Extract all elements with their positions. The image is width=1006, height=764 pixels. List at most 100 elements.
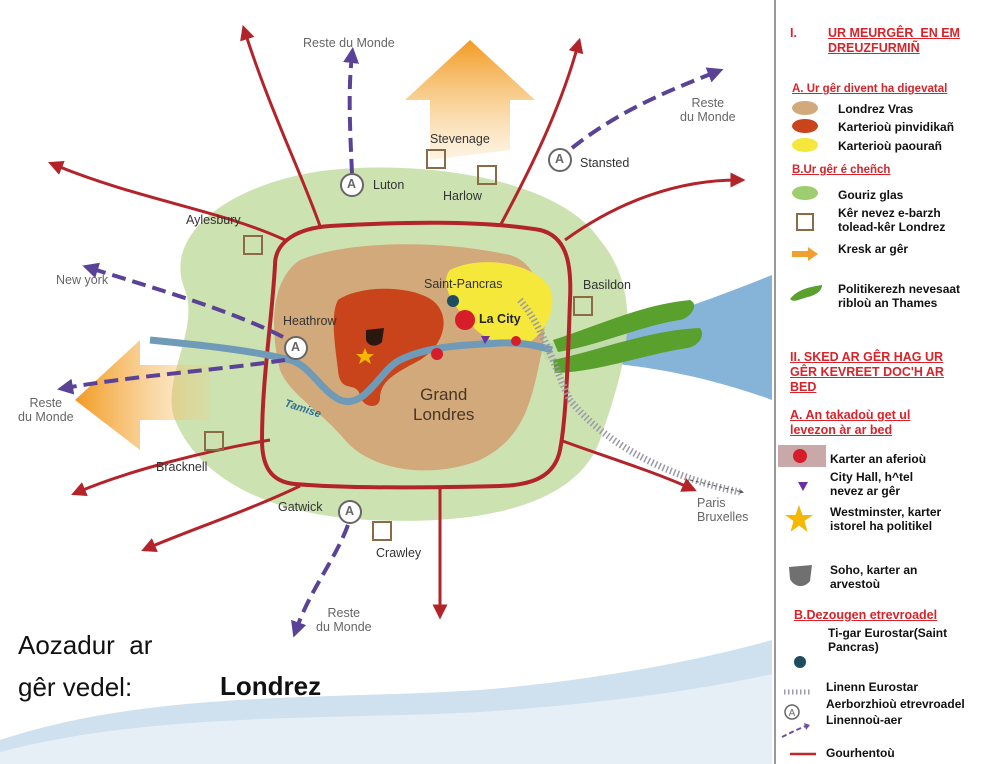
legend-sub-a2: A. An takadoù get ul levezon àr ar bed: [790, 408, 911, 437]
airport-symbol-luton: A: [347, 177, 357, 191]
map-caption: Aozadur ar gêr vedel:: [18, 630, 153, 702]
legend-label-motorway: Gourhentoù: [826, 746, 895, 760]
airport-symbol-stansted: A: [555, 152, 565, 166]
airport-gatwick: [338, 500, 362, 524]
label-grand-londres: Grand Londres: [413, 385, 475, 424]
legend-sub-a: A. Ur gêr divent ha digevatal: [792, 83, 948, 95]
label-paris-bruxelles: Paris Bruxelles: [697, 496, 749, 524]
legend-label-thames-policy: Politikerezh nevesaat ribloù an Thames: [838, 282, 961, 310]
thames-policy-2: [553, 328, 703, 373]
legend-section1-number: I.: [790, 26, 797, 40]
label-gatwick: Gatwick: [278, 500, 323, 514]
legend-label-cityhall: City Hall, h^tel nevez ar gêr: [830, 470, 914, 498]
legend-label-air-route: Linennoù-aer: [826, 713, 903, 727]
newtown-aylesbury: [243, 235, 263, 255]
legend-panel: I. UR MEURGÊR EN EM DREUZFURMIÑ A. Ur gê…: [774, 0, 1006, 764]
motorway-nne: [498, 37, 584, 227]
airport-symbol-heathrow: A: [291, 340, 301, 354]
legend-label-growth: Kresk ar gêr: [838, 242, 909, 256]
legend-label-airport: Aerborzhioù etrevroadel: [826, 697, 965, 711]
legend-label-newtown: Kêr nevez e-barzh tolead-kêr Londrez: [838, 206, 946, 234]
legend-section2-title: II. SKED AR GÊR HAG UR GÊR KEVREET DOC'H…: [790, 350, 944, 394]
label-basildon: Basildon: [583, 278, 631, 292]
motorway-nw: [48, 160, 286, 242]
legend-label-soho: Soho, karter an arvestoù: [830, 563, 918, 591]
legend-label-poor: Karterioù paourañ: [838, 139, 943, 153]
label-aylesbury: Aylesbury: [186, 213, 241, 227]
airport-heathrow: [284, 336, 308, 360]
legend-symbol-rich: [792, 119, 818, 133]
motorway-sw: [71, 438, 271, 496]
label-stevenage: Stevenage: [430, 132, 490, 146]
label-reste-right: Reste du Monde: [680, 96, 736, 124]
legend-label-rich: Karterioù pinvidikañ: [838, 120, 955, 134]
legend-symbol-growth: [792, 247, 818, 261]
legend-symbol-poor: [792, 138, 818, 152]
legend-label-greenbelt: Gouriz glas: [838, 188, 904, 202]
growth-arrow-west: [75, 340, 210, 450]
legend-symbol-business: [778, 445, 826, 467]
growth-arrow-north: [405, 40, 535, 160]
motorway-ne: [564, 172, 746, 242]
city-hall-mark: [481, 336, 490, 344]
air-route-heathrow-ny: [82, 262, 284, 339]
sea-bottom-light: [0, 674, 772, 764]
business-district-city: [455, 310, 475, 330]
label-reste-bottom: Reste du Monde: [316, 606, 372, 634]
label-la-city: La City: [479, 312, 521, 326]
label-luton: Luton: [373, 178, 405, 192]
legend-symbol-greenbelt: [792, 186, 818, 200]
legend-label-eurostar-station: Ti-gar Eurostar(Saint Pancras): [828, 626, 948, 654]
label-stansted: Stansted: [580, 156, 630, 170]
motorway-nnw: [240, 24, 322, 227]
legend-symbol-eurostar-line: [784, 689, 810, 695]
newtown-crawley: [372, 521, 392, 541]
thames-policy-1: [553, 300, 695, 352]
eurostar-station: [447, 295, 459, 307]
westminster-star: [356, 348, 374, 364]
legend-symbol-airport: A: [784, 704, 800, 720]
label-saint-pancras: Saint-Pancras: [424, 277, 503, 291]
air-route-stansted: [570, 67, 724, 150]
legend-label-westminster: Westminster, karter istorel ha politikel: [830, 505, 942, 533]
legend-symbol-motorway: [790, 752, 816, 756]
legend-label-london: Londrez Vras: [838, 102, 914, 116]
legend-symbol-westminster: [785, 505, 813, 532]
thames: [149, 336, 553, 406]
label-crawley: Crawley: [376, 546, 422, 560]
label-reste-top: Reste du Monde: [303, 36, 395, 50]
legend-sub-b2: B.Dezougen etrevroadel: [794, 608, 938, 622]
legend-symbol-newtown: [796, 213, 814, 231]
motorway-se: [559, 438, 697, 492]
legend-section1-title: UR MEURGÊR EN EM DREUZFURMIÑ: [828, 26, 960, 55]
business-district-3: [511, 336, 521, 346]
legend-symbol-cityhall: [798, 482, 808, 491]
legend-symbol-air-route: [781, 723, 810, 738]
label-reste-left: Reste du Monde: [18, 396, 74, 424]
airport-luton: [340, 173, 364, 197]
airport-symbol-gatwick: A: [345, 504, 355, 518]
svg-text:A: A: [789, 708, 796, 719]
legend-label-eurostar-line: Linenn Eurostar: [826, 680, 919, 694]
ring-road: [259, 220, 573, 490]
newtown-harlow: [477, 165, 497, 185]
map-area: A A A A Reste du Monde Reste du Monde Re…: [0, 24, 772, 764]
rich-district: [333, 288, 444, 406]
air-route-heathrow-world: [57, 358, 286, 395]
label-new-york: New york: [56, 273, 109, 287]
newtown-basildon: [573, 296, 593, 316]
air-route-gatwick: [291, 524, 350, 638]
airport-stansted: [548, 148, 572, 172]
legend-symbol-soho: [789, 565, 812, 587]
map-drawing: [0, 24, 772, 764]
soho-mark: [366, 328, 384, 346]
label-heathrow: Heathrow: [283, 314, 337, 328]
legend-symbol-london: [792, 101, 818, 115]
air-route-luton: [343, 47, 360, 174]
legend-label-business: Karter an aferioù: [830, 452, 927, 466]
label-harlow: Harlow: [443, 189, 482, 203]
map-city-name: Londrez: [220, 671, 322, 701]
newtown-bracknell: [204, 431, 224, 451]
newtown-stevenage: [426, 149, 446, 169]
legend-symbol-thames-policy: [790, 285, 822, 301]
